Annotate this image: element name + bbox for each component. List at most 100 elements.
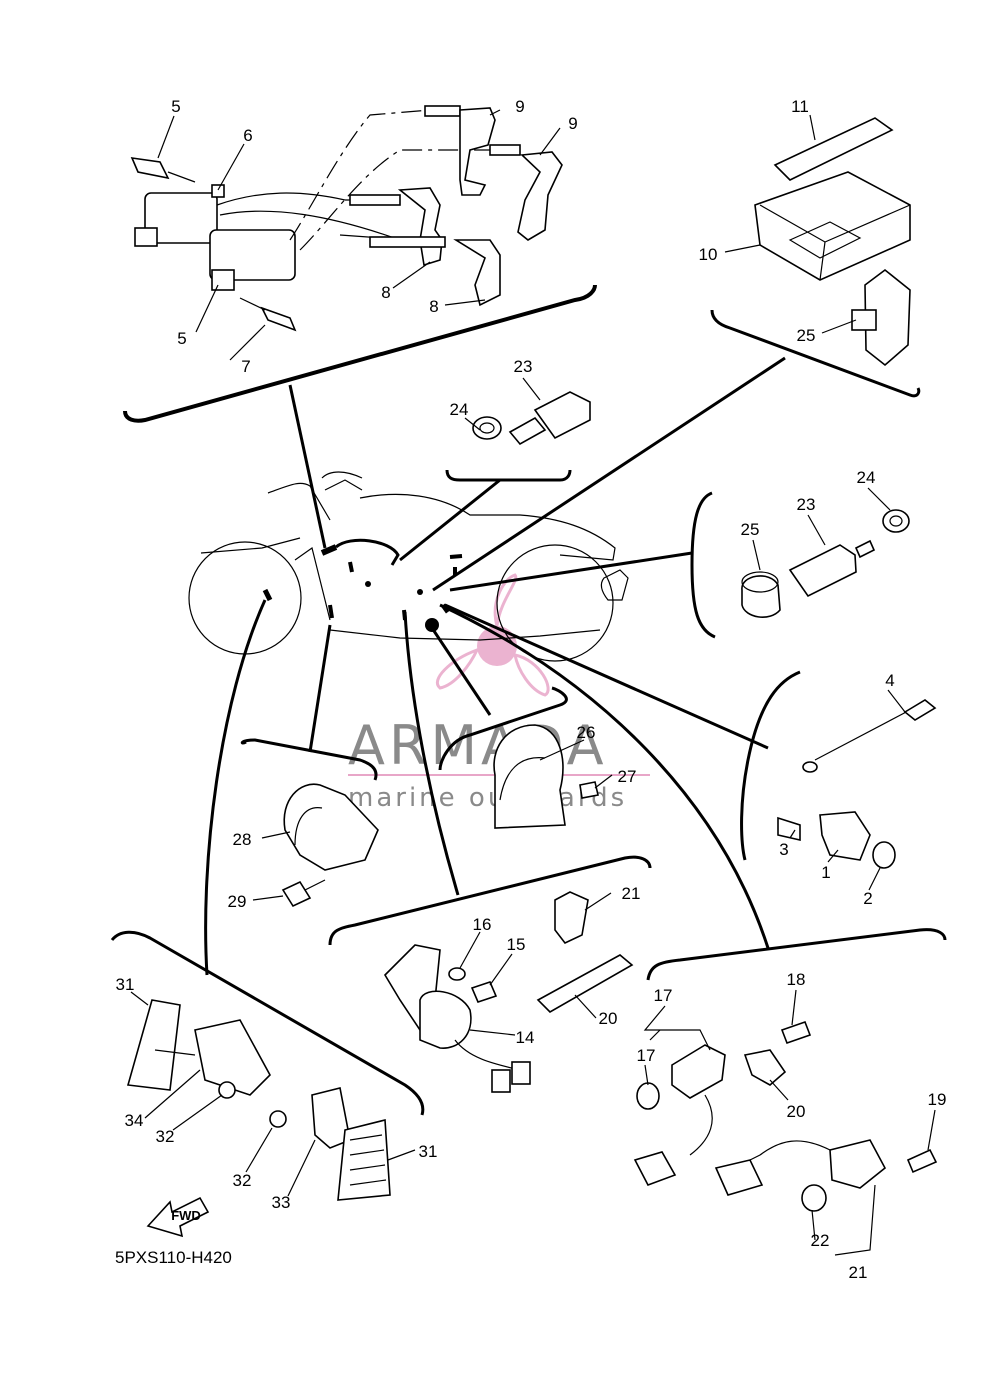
callout-22: 22	[811, 1231, 830, 1250]
callout-25: 25	[741, 520, 760, 539]
gasket-24-right	[882, 509, 910, 533]
starter-relay-group	[383, 891, 634, 1093]
plug-cap-wire-2	[489, 144, 521, 156]
motorcycle-outline	[188, 471, 629, 662]
spark-plug-cap-8-a	[397, 187, 443, 267]
bracket-33	[311, 1087, 351, 1149]
bolt-17-a	[780, 1020, 812, 1045]
watermark-brand: ARMADA	[348, 714, 608, 777]
clip-20	[554, 891, 589, 944]
callout-32-left: 32	[156, 1127, 175, 1146]
ignition-coil-1	[144, 192, 218, 244]
callout-14: 16	[473, 915, 492, 934]
callout-9-b: 9	[568, 114, 577, 133]
spark-plug-cap-9-a	[459, 107, 496, 196]
gasket-24-top	[472, 416, 502, 440]
coil-1-terminal	[211, 184, 225, 198]
callout-31-left: 31	[116, 975, 135, 994]
cable-4-eye	[802, 761, 818, 773]
sensor-21-connector	[714, 1159, 764, 1196]
callout-18: 20	[787, 1102, 806, 1121]
watermark-tagline: marine outboards	[348, 783, 627, 813]
relay-12-body	[419, 990, 472, 1049]
callout-8-a: 8	[381, 283, 390, 302]
plug-cap-wire-4	[369, 236, 446, 248]
callout-4: 4	[885, 671, 894, 690]
callout-3: 3	[779, 840, 788, 859]
callout-7-a: 5	[171, 97, 180, 116]
diagram-code: 5PXS110-H420	[115, 1248, 232, 1267]
callout-29: 28	[233, 830, 252, 849]
ignition-coil-2	[209, 229, 296, 281]
connector-marks	[262, 538, 463, 632]
sensor-15-connector	[633, 1151, 677, 1186]
ignition-coil-group	[130, 105, 563, 332]
speed-sensor-group	[633, 1020, 938, 1212]
callout-19: 20	[599, 1009, 618, 1028]
callout-6: 6	[243, 126, 252, 145]
callout-10: 10	[699, 245, 718, 264]
callout-12: 14	[516, 1028, 535, 1047]
bolt-7-b	[260, 306, 297, 332]
coil-1-connector	[134, 227, 158, 247]
ecu-group	[754, 117, 911, 367]
callout-24-top: 24	[450, 400, 469, 419]
callout-32-right: 32	[233, 1171, 252, 1190]
sensor-15	[671, 1044, 726, 1099]
screw-3	[777, 816, 801, 842]
callout-7-b: 7	[241, 357, 250, 376]
watermark: ARMADA marine outboards	[348, 573, 650, 813]
sensor-23-right-tip	[854, 539, 876, 559]
o-ring-22	[801, 1184, 827, 1212]
clamp-18	[743, 1049, 787, 1086]
callout-16: 17	[637, 1046, 656, 1065]
cap-25	[741, 575, 781, 618]
callout-labels: 5 6 5 7 9 9 8 8 11 10 25 23 24 23 24 25 …	[116, 97, 947, 1282]
callout-21: 21	[849, 1263, 868, 1282]
coil-2-connector	[211, 269, 235, 291]
damper-19	[536, 954, 634, 1013]
callout-9-a: 9	[515, 97, 524, 116]
cable-4-end	[903, 699, 937, 721]
temp-sensor-top	[472, 391, 591, 446]
bolt-13	[470, 981, 498, 1003]
bolt-7-a	[130, 157, 170, 180]
callout-30: 29	[228, 892, 247, 911]
callout-17-a: 18	[787, 970, 806, 989]
callout-23-top: 23	[514, 357, 533, 376]
pedal-group: FWD	[126, 999, 391, 1238]
ecu-unit-10	[754, 171, 911, 281]
switch-group	[777, 699, 937, 869]
relay-26-connector	[851, 309, 877, 331]
nut-32-right	[269, 1110, 287, 1128]
bolt-17-b	[906, 1148, 938, 1174]
pedal-pad-31-left	[126, 999, 181, 1091]
o-ring-16	[636, 1082, 660, 1110]
spark-plug-cap-8-b	[453, 239, 501, 307]
callout-27: 26	[577, 723, 596, 742]
relay-26	[864, 268, 911, 367]
callout-31-right: 31	[419, 1142, 438, 1161]
sensor-21	[829, 1139, 887, 1189]
callout-23-right: 23	[797, 495, 816, 514]
pedal-pad-31-right	[337, 1118, 391, 1201]
callout-15: 17	[654, 986, 673, 1005]
nut-28	[579, 781, 599, 799]
callout-26: 25	[797, 326, 816, 345]
sensor-23-top-body	[508, 416, 547, 446]
callout-24-right: 24	[857, 468, 876, 487]
horn-group	[281, 724, 599, 908]
bracket-34	[194, 1019, 271, 1096]
sensor-23-right	[788, 544, 857, 598]
horn-29	[283, 783, 379, 871]
callout-28: 27	[618, 767, 637, 786]
callout-2: 2	[863, 889, 872, 908]
fwd-label: FWD	[171, 1208, 201, 1223]
bolt-30	[281, 880, 312, 908]
callout-34: 34	[125, 1111, 144, 1130]
horn-27	[493, 724, 566, 829]
spark-plug-cap-9-b	[517, 151, 563, 241]
callout-leaders	[130, 109, 936, 1256]
callout-8-b: 8	[429, 297, 438, 316]
